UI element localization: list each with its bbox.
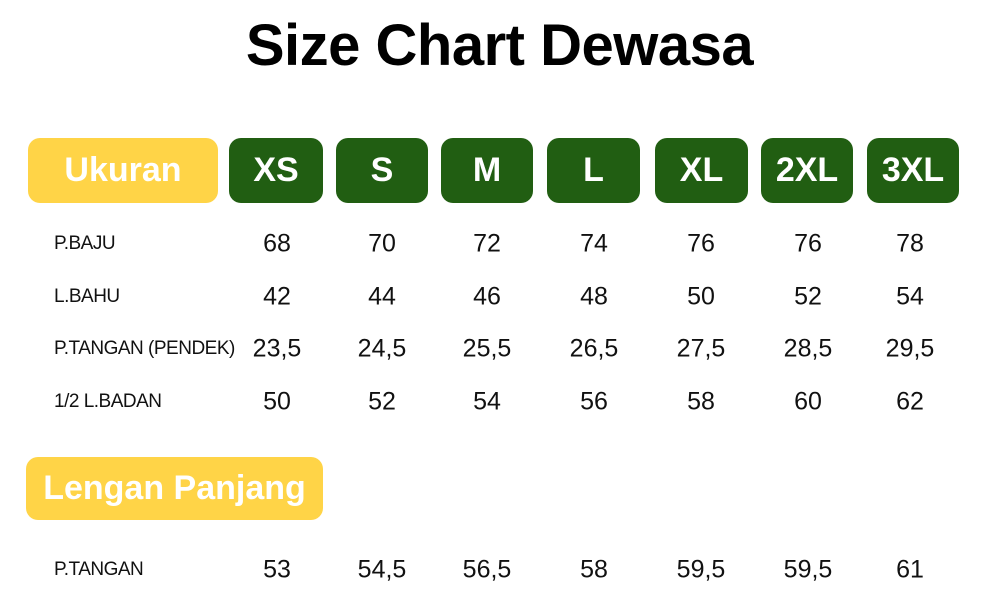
cell-value: 23,5	[252, 334, 302, 363]
cell-value: 24,5	[357, 334, 407, 363]
cell-value: 25,5	[462, 334, 512, 363]
cell-value: 54	[473, 387, 501, 416]
row-label: 1/2 L.BADAN	[54, 391, 162, 412]
cell-value: 72	[473, 229, 501, 258]
cell-value: 53	[263, 555, 291, 584]
cell-value: 59,5	[676, 555, 726, 584]
cell-value: 68	[263, 229, 291, 258]
size-header-xl: XL	[655, 138, 748, 203]
cell-value: 62	[896, 387, 924, 416]
size-header-s: S	[336, 138, 428, 203]
cell-value: 56	[580, 387, 608, 416]
size-header-3xl: 3XL	[867, 138, 959, 203]
cell-value: 54	[896, 282, 924, 311]
cell-value: 28,5	[783, 334, 833, 363]
page-title: Size Chart Dewasa	[245, 13, 754, 78]
row-label: L.BAHU	[54, 286, 120, 307]
cell-value: 59,5	[783, 555, 833, 584]
size-header-xs: XS	[229, 138, 323, 203]
cell-value: 52	[368, 387, 396, 416]
cell-value: 61	[896, 555, 924, 584]
cell-value: 78	[896, 229, 924, 258]
cell-value: 76	[687, 229, 715, 258]
size-header-2xl: 2XL	[761, 138, 853, 203]
cell-value: 48	[580, 282, 608, 311]
cell-value: 58	[687, 387, 715, 416]
section-lengan-panjang: Lengan Panjang	[26, 457, 323, 520]
cell-value: 46	[473, 282, 501, 311]
cell-value: 42	[263, 282, 291, 311]
cell-value: 50	[687, 282, 715, 311]
cell-value: 44	[368, 282, 396, 311]
cell-value: 29,5	[885, 334, 935, 363]
cell-value: 58	[580, 555, 608, 584]
row-label: P.BAJU	[54, 233, 116, 254]
row-label: P.TANGAN (PENDEK)	[54, 338, 235, 359]
size-header-l: L	[547, 138, 640, 203]
cell-value: 54,5	[357, 555, 407, 584]
cell-value: 70	[368, 229, 396, 258]
row-label: P.TANGAN	[54, 559, 144, 580]
cell-value: 50	[263, 387, 291, 416]
cell-value: 52	[794, 282, 822, 311]
cell-value: 56,5	[462, 555, 512, 584]
cell-value: 76	[794, 229, 822, 258]
header-ukuran: Ukuran	[28, 138, 218, 203]
cell-value: 27,5	[676, 334, 726, 363]
size-header-m: M	[441, 138, 533, 203]
cell-value: 74	[580, 229, 608, 258]
cell-value: 26,5	[569, 334, 619, 363]
cell-value: 60	[794, 387, 822, 416]
